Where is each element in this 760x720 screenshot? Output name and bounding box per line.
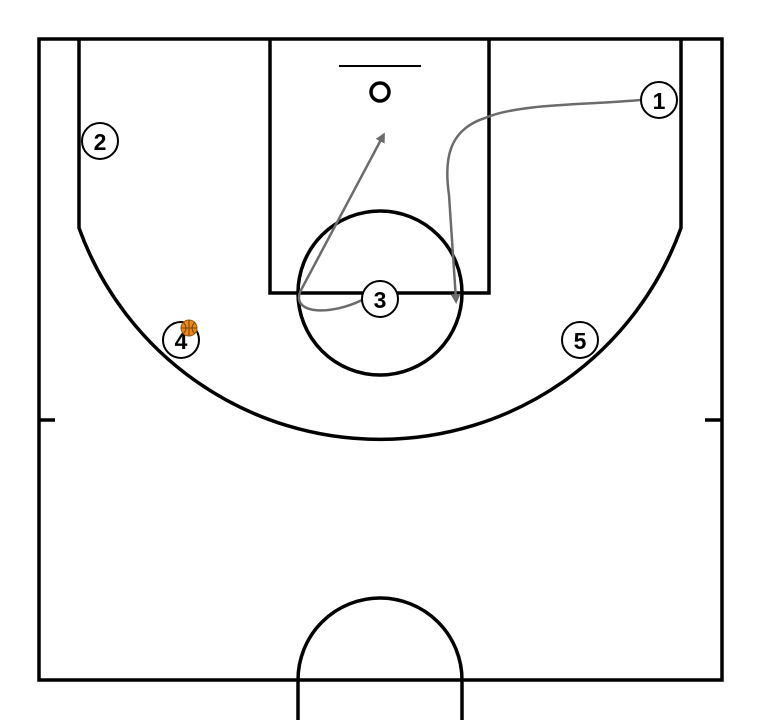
player-3[interactable]: 3 (361, 280, 399, 318)
player-2[interactable]: 2 (81, 122, 119, 160)
player-1-label: 1 (653, 88, 666, 114)
player-5-label: 5 (574, 328, 587, 354)
player-1[interactable]: 1 (640, 81, 678, 119)
player-1-marker (640, 81, 678, 119)
player-5[interactable]: 5 (561, 321, 599, 359)
player-5-marker (561, 321, 599, 359)
free-throw-circle (296, 209, 464, 377)
player-3-marker (361, 280, 399, 318)
center-circle (296, 596, 464, 720)
hoop-icon (369, 81, 391, 103)
paint-lane (268, 39, 491, 295)
basketball-icon (180, 319, 198, 337)
player-3-label: 3 (374, 287, 387, 313)
three-point-line (77, 39, 683, 442)
player-2-label: 2 (94, 129, 107, 155)
cut-arrow-player-1 (446, 98, 641, 304)
court-boundary (37, 37, 724, 682)
cut-arrow-player-3 (297, 132, 385, 312)
player-2-marker (81, 122, 119, 160)
